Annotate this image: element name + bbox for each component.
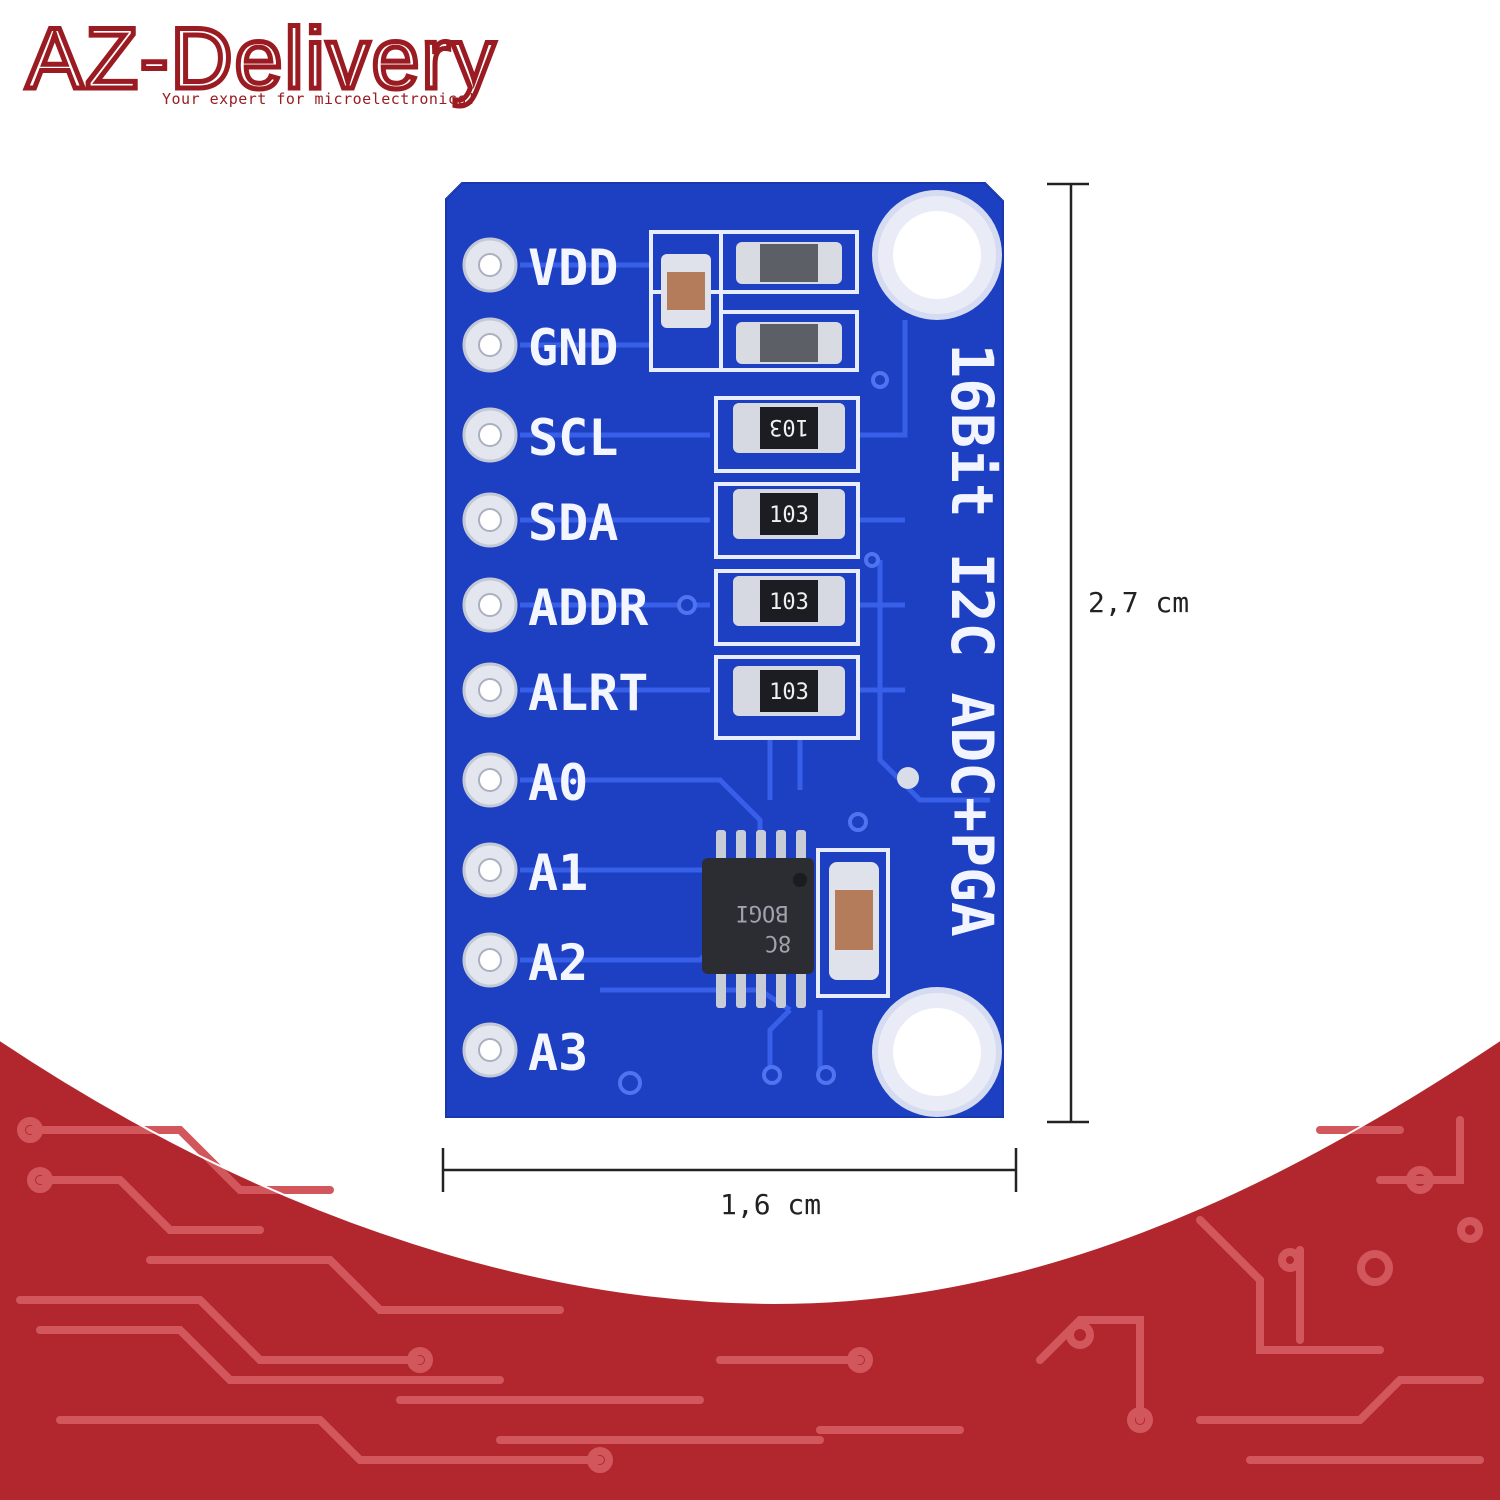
pin-pads <box>462 237 518 1078</box>
circuit-traces <box>16 1116 1484 1473</box>
pin-label-vdd: VDD <box>528 239 618 297</box>
pin-label-sda: SDA <box>528 494 618 552</box>
pin-label-a1: A1 <box>528 844 588 902</box>
chip-marking-2: 8C <box>765 930 792 955</box>
height-label: 2,7 cm <box>1088 586 1190 619</box>
resistor-code: 103 <box>769 414 809 439</box>
pin-label-a0: A0 <box>528 754 588 812</box>
pin-label-scl: SCL <box>528 409 618 467</box>
width-label: 1,6 cm <box>720 1188 822 1221</box>
red-circuit-band <box>0 1040 1500 1500</box>
brand-logo: AZ-Delivery Your expert for microelectro… <box>23 14 586 122</box>
brand-tagline: Your expert for microelectronics! <box>162 90 477 108</box>
chip-marking-1: BOGI <box>736 900 789 925</box>
brand-name: AZ-Delivery <box>23 11 498 107</box>
pin-label-gnd: GND <box>528 319 618 377</box>
height-dimension-line <box>1047 182 1089 1124</box>
pin-label-a2: A2 <box>528 934 588 992</box>
pin-label-a3: A3 <box>528 1024 588 1082</box>
width-dimension-line <box>441 1148 1018 1192</box>
resistor-code: 103 <box>769 590 809 615</box>
pin-label-addr: ADDR <box>528 579 649 637</box>
adc-chip <box>702 830 814 1008</box>
board-side-label: 16Bit I2C ADC+PGA <box>938 343 1006 937</box>
resistor-code: 103 <box>769 503 809 528</box>
pin-label-alrt: ALRT <box>528 664 648 722</box>
resistor-code: 103 <box>769 680 809 705</box>
